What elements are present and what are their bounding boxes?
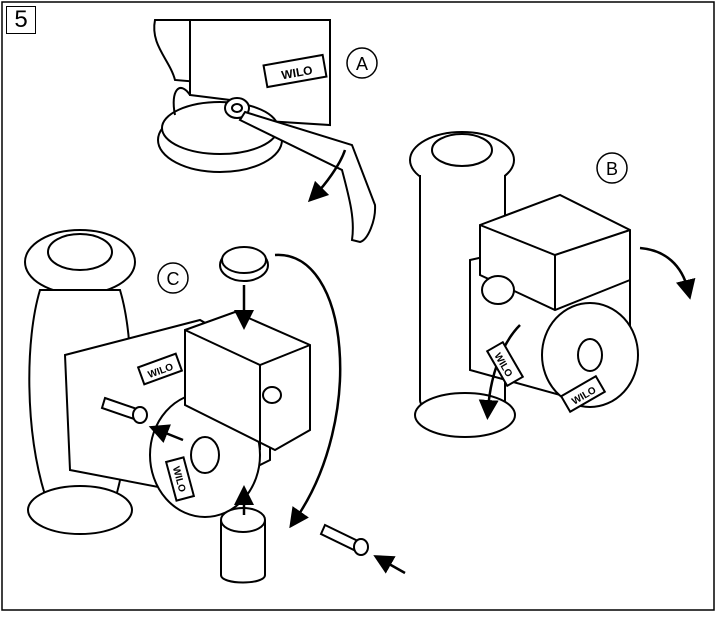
panel-c-label: C xyxy=(167,269,180,289)
panel-c-arrows xyxy=(148,253,406,575)
panel-b-illustration xyxy=(409,131,696,438)
panel-a-label-circle xyxy=(346,47,378,79)
panel-c-logo-plate-front xyxy=(164,456,196,502)
panel-c-illustration xyxy=(24,229,369,584)
panel-a-logo: WILO xyxy=(280,63,313,82)
panel-b-label: B xyxy=(606,159,618,179)
panel-a-label: A xyxy=(356,54,368,74)
panel-b-label-circle xyxy=(596,152,628,184)
panel-c-logo-plate-top xyxy=(136,352,184,386)
figure-number: 5 xyxy=(6,6,36,34)
panel-a-illustration xyxy=(153,19,377,244)
panel-c-label-circle xyxy=(157,262,189,294)
